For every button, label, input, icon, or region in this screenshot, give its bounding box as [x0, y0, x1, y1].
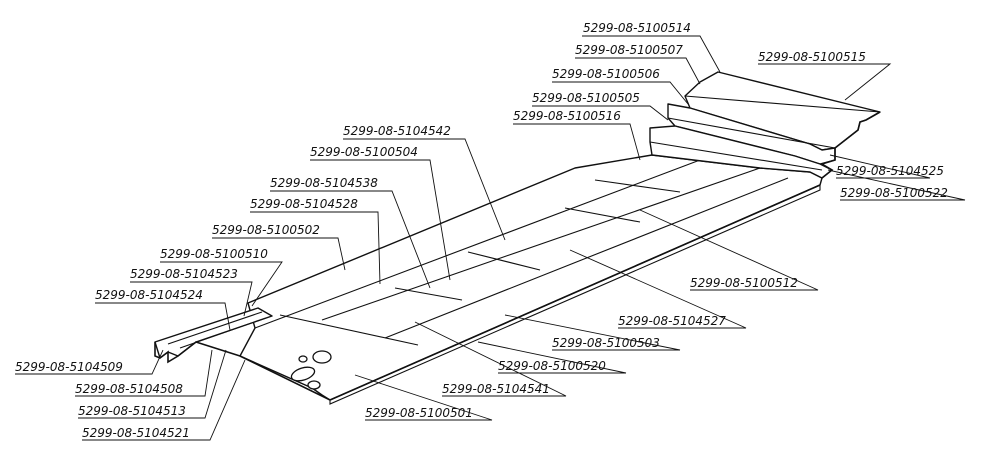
leader-5100502 — [212, 237, 346, 271]
leader-5100515 — [758, 63, 892, 101]
rear-step-section — [649, 71, 881, 179]
label-5100506: 5299-08-5100506 — [552, 67, 660, 81]
left-rail-end — [154, 341, 241, 364]
leader-5104509 — [15, 349, 164, 375]
floor-holes — [290, 350, 332, 390]
leader-5100510 — [160, 261, 283, 307]
label-5104513: 5299-08-5104513 — [78, 404, 186, 418]
leader-5100505 — [532, 105, 669, 121]
leader-5100501 — [354, 374, 493, 421]
label-5100514: 5299-08-5100514 — [583, 21, 691, 35]
leader-5100520 — [477, 341, 627, 374]
leader-5104521 — [82, 359, 246, 441]
leader-5100506 — [552, 81, 689, 105]
label-5104538: 5299-08-5104538 — [270, 176, 378, 190]
label-5100510: 5299-08-5100510 — [160, 247, 268, 261]
seam-long-upper — [254, 159, 701, 329]
leader-5100516 — [513, 123, 641, 161]
label-5104525: 5299-08-5104525 — [836, 164, 944, 178]
leader-5104538 — [270, 190, 431, 289]
label-5104509: 5299-08-5104509 — [15, 360, 123, 374]
label-5104508: 5299-08-5104508 — [75, 382, 183, 396]
label-5100515: 5299-08-5100515 — [758, 50, 866, 64]
label-5104528: 5299-08-5104528 — [250, 197, 358, 211]
leader-5100503 — [504, 314, 681, 351]
leader-5104525 — [829, 154, 931, 179]
floor-front-lip — [329, 185, 821, 405]
label-5100502: 5299-08-5100502 — [212, 223, 320, 237]
seam-cross-1 — [279, 314, 419, 346]
label-5104542: 5299-08-5104542 — [343, 124, 451, 138]
label-5100505: 5299-08-5100505 — [532, 91, 640, 105]
left-rail-groove — [167, 311, 263, 345]
step-edge-2 — [667, 117, 836, 149]
label-5100520: 5299-08-5100520 — [498, 359, 606, 373]
leader-5100507 — [575, 57, 701, 85]
label-5100522: 5299-08-5100522 — [840, 186, 948, 200]
left-rail — [154, 307, 273, 364]
label-5104521: 5299-08-5104521 — [82, 426, 190, 440]
leader-5104508 — [75, 349, 213, 397]
label-5104524: 5299-08-5104524 — [95, 288, 203, 302]
leader-lines — [15, 35, 966, 441]
seam-cross-4 — [564, 207, 641, 223]
part-labels: 5299-08-5100514 5299-08-5100507 5299-08-… — [15, 21, 948, 440]
label-5100504: 5299-08-5100504 — [310, 145, 418, 159]
label-5104523: 5299-08-5104523 — [130, 267, 238, 281]
step-edge-3 — [649, 141, 823, 171]
leader-5104528 — [250, 211, 381, 285]
hole-icon — [298, 355, 308, 363]
seam-cross-2 — [394, 287, 463, 301]
seam-long-lower — [384, 177, 789, 339]
leader-5100522 — [827, 169, 966, 201]
leader-5104524 — [95, 302, 231, 331]
leader-5104523 — [130, 281, 253, 317]
label-5100512: 5299-08-5100512 — [690, 276, 798, 290]
hole-icon — [290, 366, 316, 382]
leader-5104527 — [569, 249, 747, 329]
leader-5104542 — [343, 138, 506, 241]
step-edge-1 — [684, 95, 881, 113]
seam-cross-3 — [467, 251, 541, 271]
leader-5100504 — [310, 159, 451, 281]
label-5104541: 5299-08-5104541 — [442, 382, 550, 396]
leader-5104541 — [414, 321, 567, 397]
seam-cross-5 — [594, 179, 681, 193]
hole-icon — [307, 380, 321, 390]
leader-5100514 — [582, 35, 721, 73]
hole-icon — [312, 350, 332, 364]
label-5100507: 5299-08-5100507 — [575, 43, 683, 57]
label-5100516: 5299-08-5100516 — [513, 109, 621, 123]
leader-5100512 — [639, 209, 819, 291]
step-profile — [820, 111, 881, 179]
label-5104527: 5299-08-5104527 — [618, 314, 726, 328]
label-5100503: 5299-08-5100503 — [552, 336, 660, 350]
label-5100501: 5299-08-5100501 — [365, 406, 473, 420]
seam-long-middle — [321, 167, 761, 321]
leader-5104513 — [78, 349, 227, 419]
